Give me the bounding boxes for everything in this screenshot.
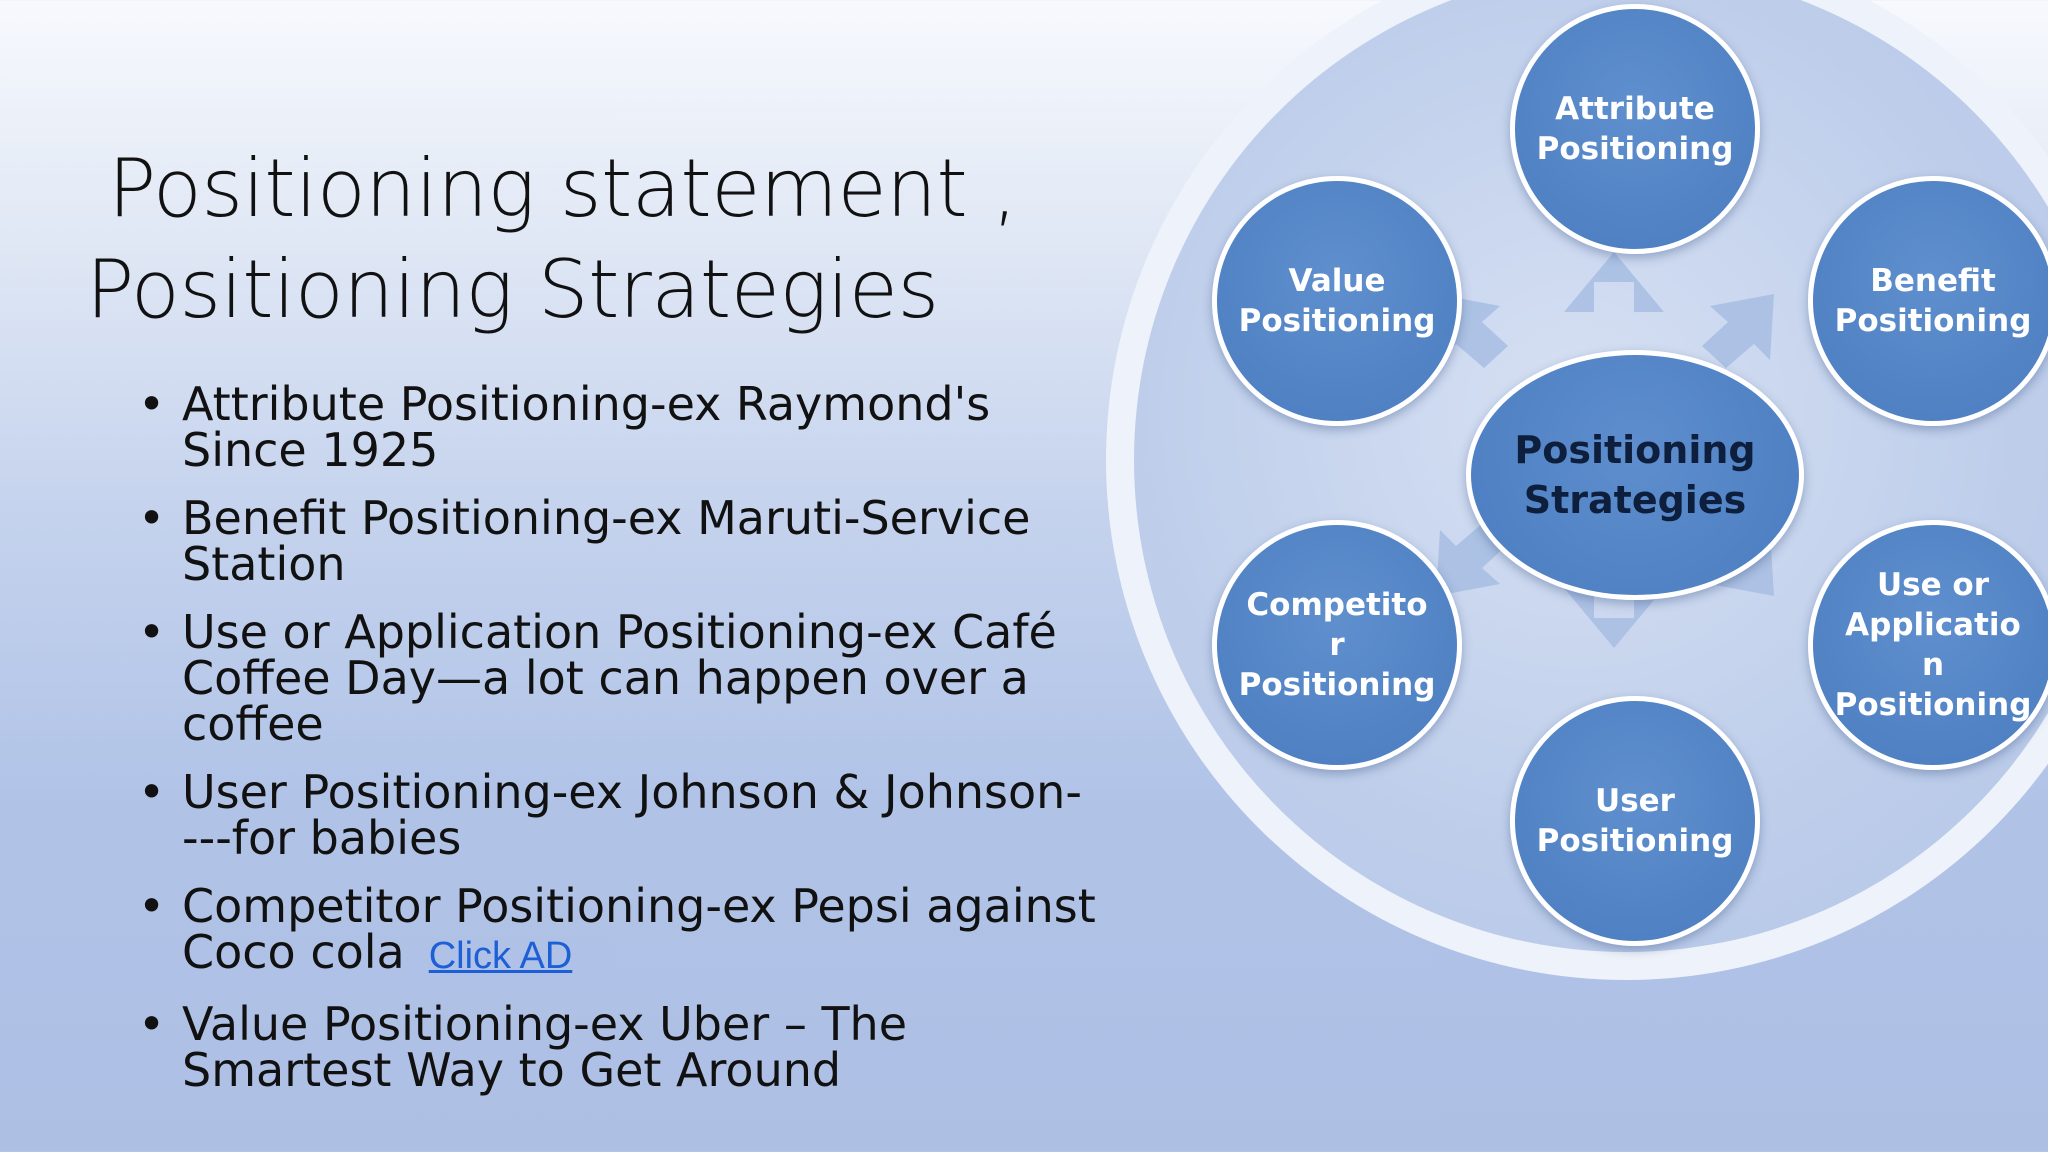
- positioning-strategies-diagram: Attribute Positioning Benefit Positionin…: [1106, 0, 2048, 980]
- slide-title: Positioning statement , Positioning Stra…: [86, 138, 1086, 340]
- arrow-up-icon: [1564, 252, 1664, 312]
- bullet-use-positioning: Use or Application Positioning-ex Café C…: [138, 609, 1098, 747]
- slide-title-line-2: Positioning Strategies: [86, 243, 939, 336]
- bullet-value-positioning: Value Positioning-ex Uber – The Smartest…: [138, 1001, 1098, 1093]
- node-use-or-application-positioning: Use or Applicatio n Positioning: [1808, 520, 2048, 770]
- bullet-user-positioning: User Positioning-ex Johnson & Johnson---…: [138, 769, 1098, 861]
- bullet-benefit-positioning: Benefit Positioning-ex Maruti-Service St…: [138, 495, 1098, 587]
- strategy-bullet-list: Attribute Positioning-ex Raymond's Since…: [138, 381, 1098, 1115]
- slide-title-line-1: Positioning statement ,: [108, 142, 1018, 235]
- node-user-positioning: User Positioning: [1510, 696, 1760, 946]
- bullet-competitor-positioning: Competitor Positioning-ex Pepsi against …: [138, 883, 1098, 979]
- node-competitor-positioning: Competito r Positioning: [1212, 520, 1462, 770]
- node-benefit-positioning: Benefit Positioning: [1808, 176, 2048, 426]
- node-value-positioning: Value Positioning: [1212, 176, 1462, 426]
- node-positioning-strategies-center: Positioning Strategies: [1466, 350, 1804, 600]
- node-attribute-positioning: Attribute Positioning: [1510, 4, 1760, 254]
- arrow-lower-left-icon: [1436, 522, 1508, 596]
- arrow-upper-right-icon: [1702, 294, 1774, 368]
- click-ad-link[interactable]: Click AD: [428, 935, 573, 977]
- bullet-attribute-positioning: Attribute Positioning-ex Raymond's Since…: [138, 381, 1098, 473]
- arrow-down-icon: [1564, 588, 1664, 648]
